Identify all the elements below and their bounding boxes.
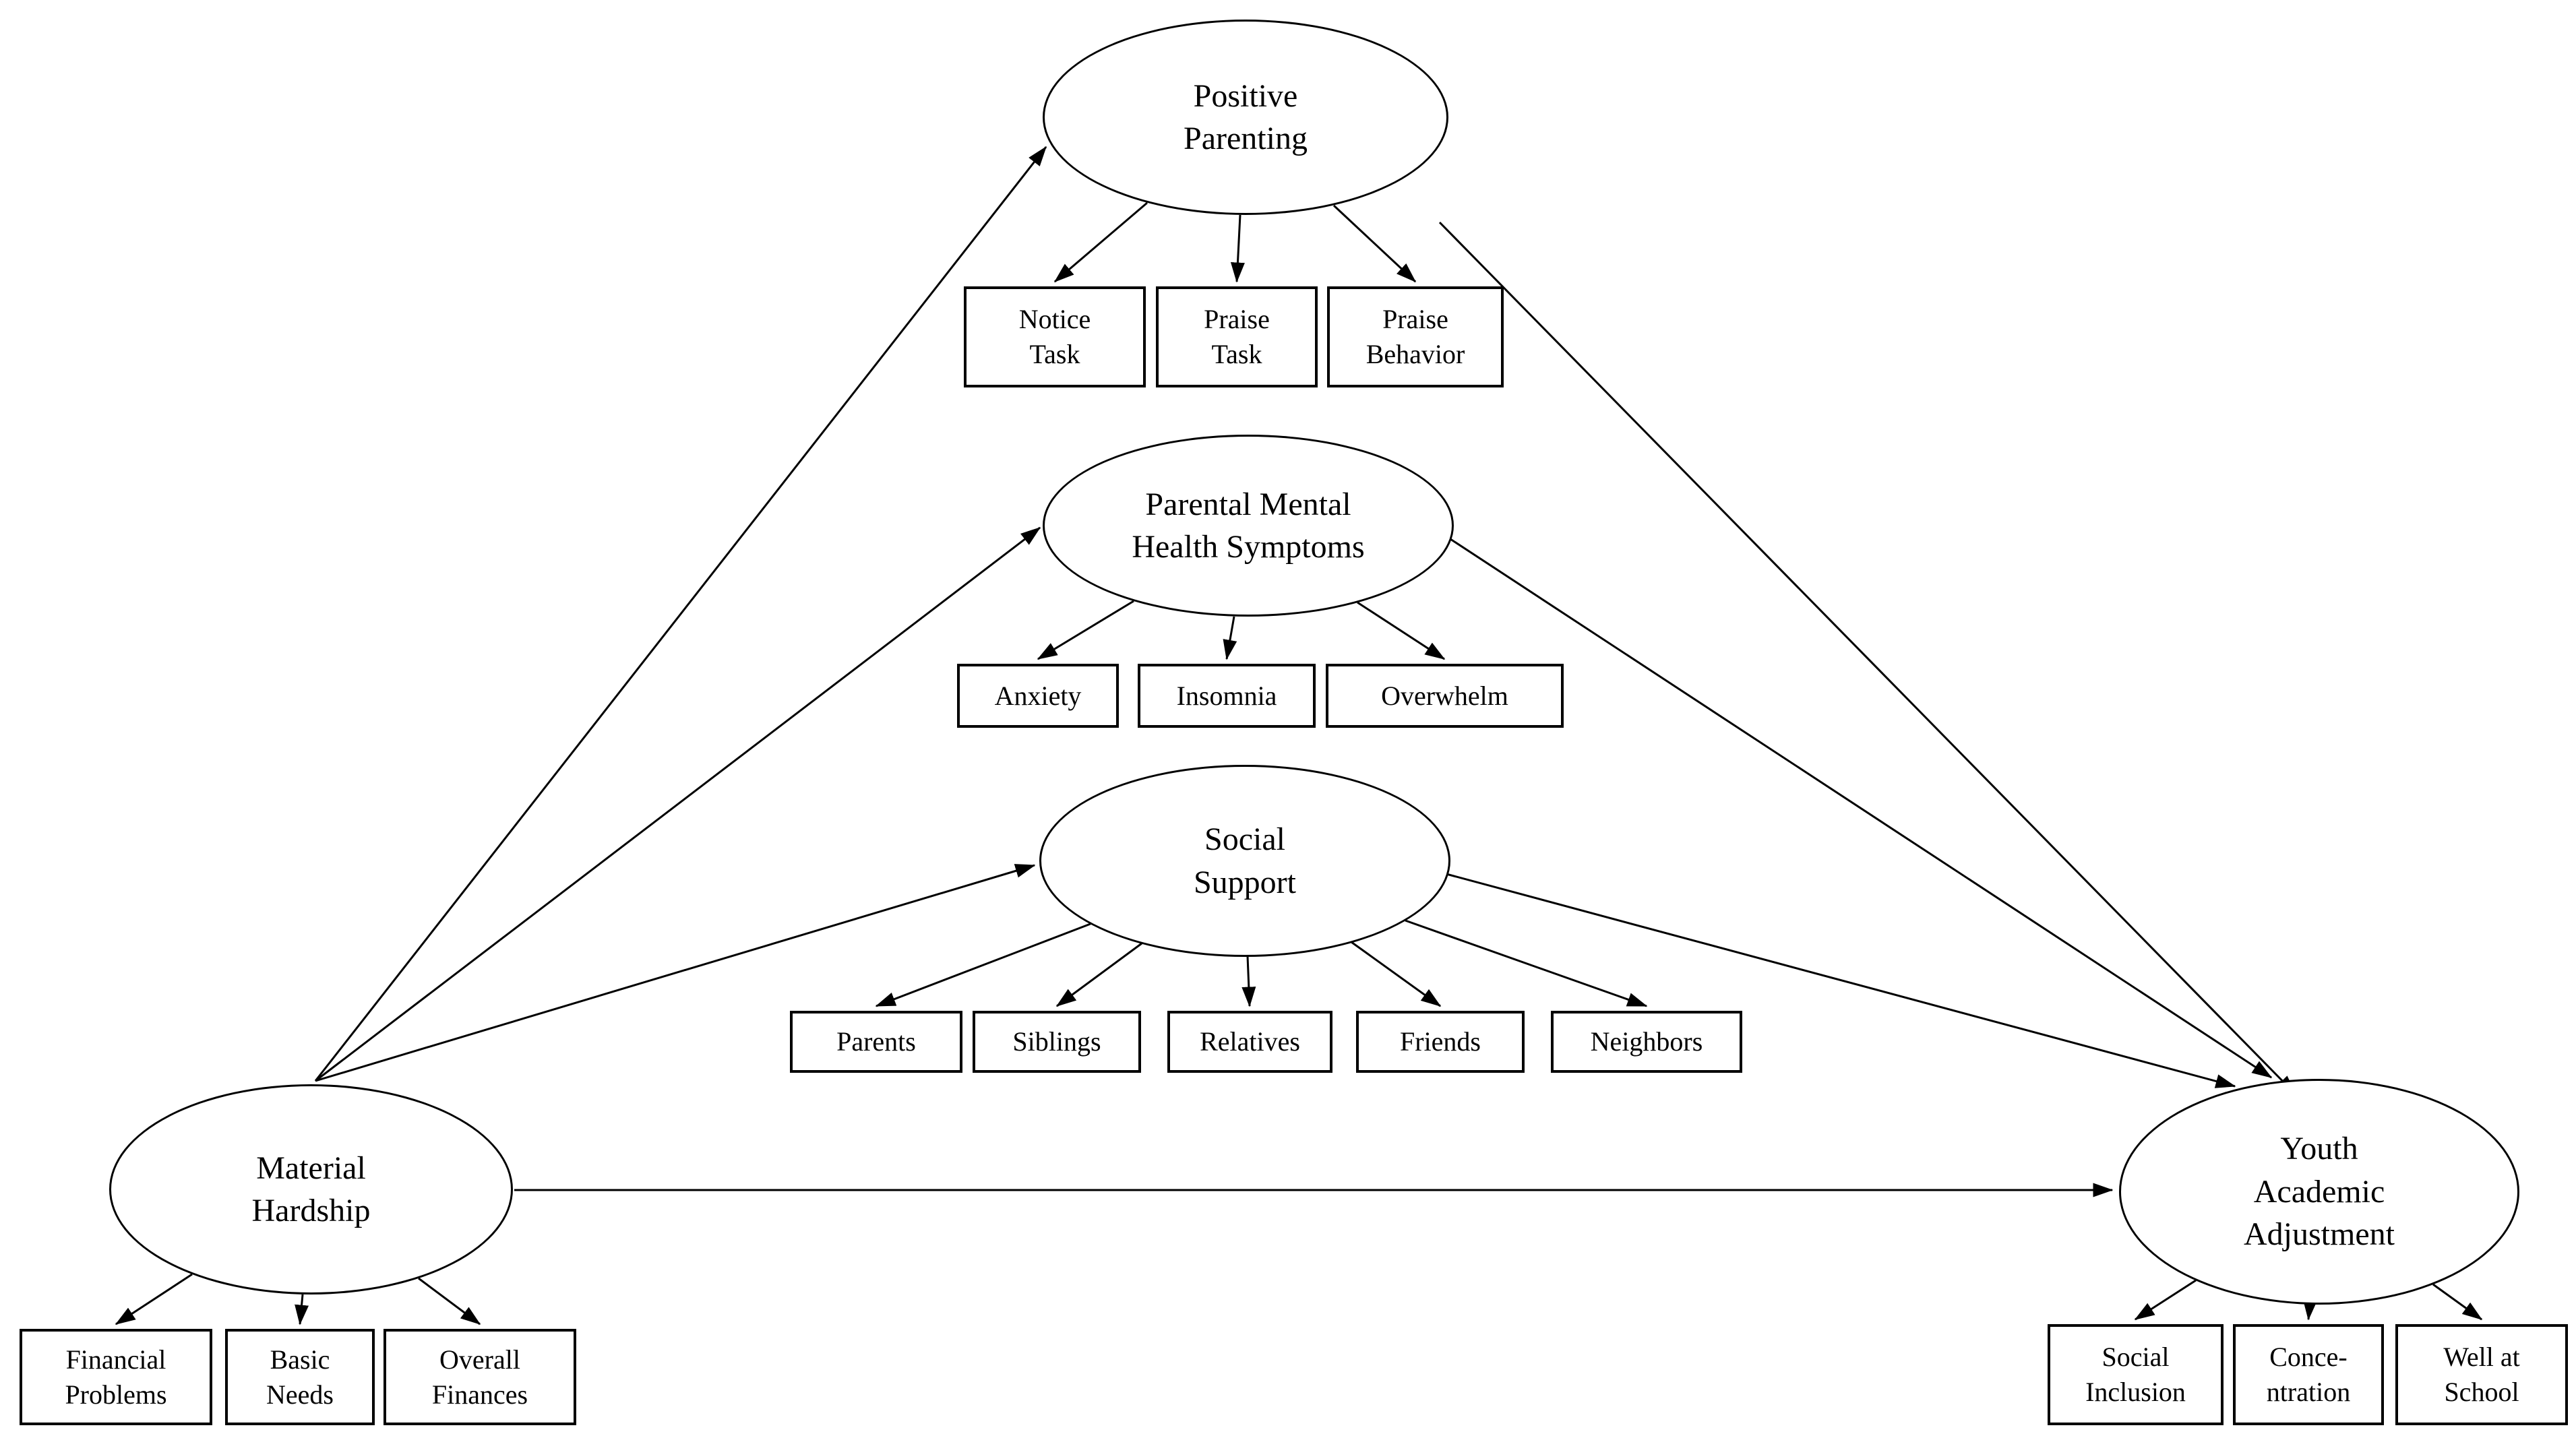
indicator-anxiety-label: Anxiety bbox=[994, 680, 1082, 711]
indicator-well-at-school: Well at School bbox=[2395, 1324, 2568, 1425]
indicator-concentration: Conce- ntration bbox=[2233, 1324, 2384, 1425]
indicator-relatives: Relatives bbox=[1167, 1011, 1332, 1073]
indicator-financial-problems-label: Financial Problems bbox=[65, 1344, 167, 1410]
indicator-well-at-school-label: Well at School bbox=[2443, 1342, 2520, 1407]
latent-material-hardship-label: Material Hardship bbox=[251, 1150, 371, 1228]
indicator-basic-needs: Basic Needs bbox=[225, 1329, 375, 1425]
indicator-notice-task: Notice Task bbox=[964, 286, 1146, 387]
edge-social-support-to-youth-academic-adjustment bbox=[1446, 873, 2236, 1088]
latent-social-support-label: Social Support bbox=[1193, 821, 1296, 900]
edge-positive-parenting-to-praise-behavior bbox=[1332, 204, 1417, 283]
latent-parental-mental-health: Parental Mental Health Symptoms bbox=[1043, 435, 1454, 617]
indicator-overwhelm: Overwhelm bbox=[1326, 664, 1564, 728]
latent-positive-parenting-label: Positive Parenting bbox=[1184, 77, 1308, 156]
edge-youth-academic-adjustment-to-concentration bbox=[2303, 1299, 2317, 1321]
edge-parental-mental-health-to-anxiety bbox=[1037, 600, 1134, 660]
indicator-praise-task-label: Praise Task bbox=[1204, 304, 1270, 369]
indicator-friends: Friends bbox=[1356, 1011, 1525, 1073]
indicator-siblings-label: Siblings bbox=[1012, 1026, 1101, 1057]
latent-youth-academic-adjustment: Youth Academic Adjustment bbox=[2119, 1079, 2519, 1305]
indicator-basic-needs-label: Basic Needs bbox=[266, 1344, 334, 1410]
indicator-financial-problems: Financial Problems bbox=[20, 1329, 212, 1425]
edge-social-support-to-friends bbox=[1351, 941, 1442, 1007]
edge-material-hardship-to-financial-problems bbox=[115, 1273, 193, 1325]
edge-social-support-to-relatives bbox=[1241, 956, 1256, 1007]
indicator-siblings: Siblings bbox=[973, 1011, 1141, 1073]
edge-material-hardship-to-social-support bbox=[315, 864, 1036, 1082]
indicator-parents-label: Parents bbox=[836, 1026, 916, 1057]
indicator-insomnia-label: Insomnia bbox=[1176, 680, 1277, 711]
indicator-neighbors-label: Neighbors bbox=[1590, 1026, 1703, 1057]
edge-material-hardship-to-positive-parenting bbox=[314, 146, 1047, 1082]
latent-positive-parenting: Positive Parenting bbox=[1043, 20, 1448, 215]
edge-parental-mental-health-to-youth-academic-adjustment bbox=[1450, 538, 2273, 1079]
edge-positive-parenting-to-praise-task bbox=[1230, 214, 1245, 283]
indicator-relatives-label: Relatives bbox=[1200, 1026, 1300, 1057]
indicator-friends-label: Friends bbox=[1400, 1026, 1481, 1057]
edge-parental-mental-health-to-overwhelm bbox=[1357, 601, 1446, 660]
indicator-insomnia: Insomnia bbox=[1138, 664, 1316, 728]
latent-material-hardship: Material Hardship bbox=[109, 1084, 513, 1294]
edge-material-hardship-to-overall-finances bbox=[418, 1277, 481, 1325]
edge-positive-parenting-to-notice-task bbox=[1053, 201, 1148, 283]
indicator-concentration-label: Conce- ntration bbox=[2266, 1342, 2351, 1407]
edge-material-hardship-to-basic-needs bbox=[295, 1294, 309, 1325]
indicator-overall-finances: Overall Finances bbox=[384, 1329, 576, 1425]
edge-youth-academic-adjustment-to-well-at-school bbox=[2432, 1283, 2483, 1321]
indicator-neighbors: Neighbors bbox=[1551, 1011, 1742, 1073]
indicator-notice-task-label: Notice Task bbox=[1018, 304, 1091, 369]
indicator-overall-finances-label: Overall Finances bbox=[431, 1344, 528, 1410]
indicator-social-inclusion: Social Inclusion bbox=[2048, 1324, 2224, 1425]
indicator-praise-behavior-label: Praise Behavior bbox=[1366, 304, 1465, 369]
latent-youth-academic-adjustment-label: Youth Academic Adjustment bbox=[2244, 1131, 2395, 1253]
indicator-overwhelm-label: Overwhelm bbox=[1381, 680, 1508, 711]
indicator-social-inclusion-label: Social Inclusion bbox=[2085, 1342, 2186, 1407]
indicator-anxiety: Anxiety bbox=[957, 664, 1119, 728]
edge-positive-parenting-to-youth-academic-adjustment bbox=[1438, 221, 2297, 1096]
indicator-parents: Parents bbox=[790, 1011, 962, 1073]
latent-social-support: Social Support bbox=[1039, 765, 1450, 957]
indicator-praise-task: Praise Task bbox=[1156, 286, 1318, 387]
edge-social-support-to-parents bbox=[875, 923, 1091, 1007]
indicator-praise-behavior: Praise Behavior bbox=[1327, 286, 1504, 387]
edge-material-hardship-to-parental-mental-health bbox=[315, 526, 1041, 1082]
latent-parental-mental-health-label: Parental Mental Health Symptoms bbox=[1132, 486, 1365, 565]
edge-social-support-to-siblings bbox=[1055, 942, 1142, 1007]
edge-youth-academic-adjustment-to-social-inclusion bbox=[2134, 1279, 2197, 1321]
edge-parental-mental-health-to-insomnia bbox=[1223, 616, 1237, 660]
edge-social-support-to-neighbors bbox=[1405, 919, 1648, 1007]
